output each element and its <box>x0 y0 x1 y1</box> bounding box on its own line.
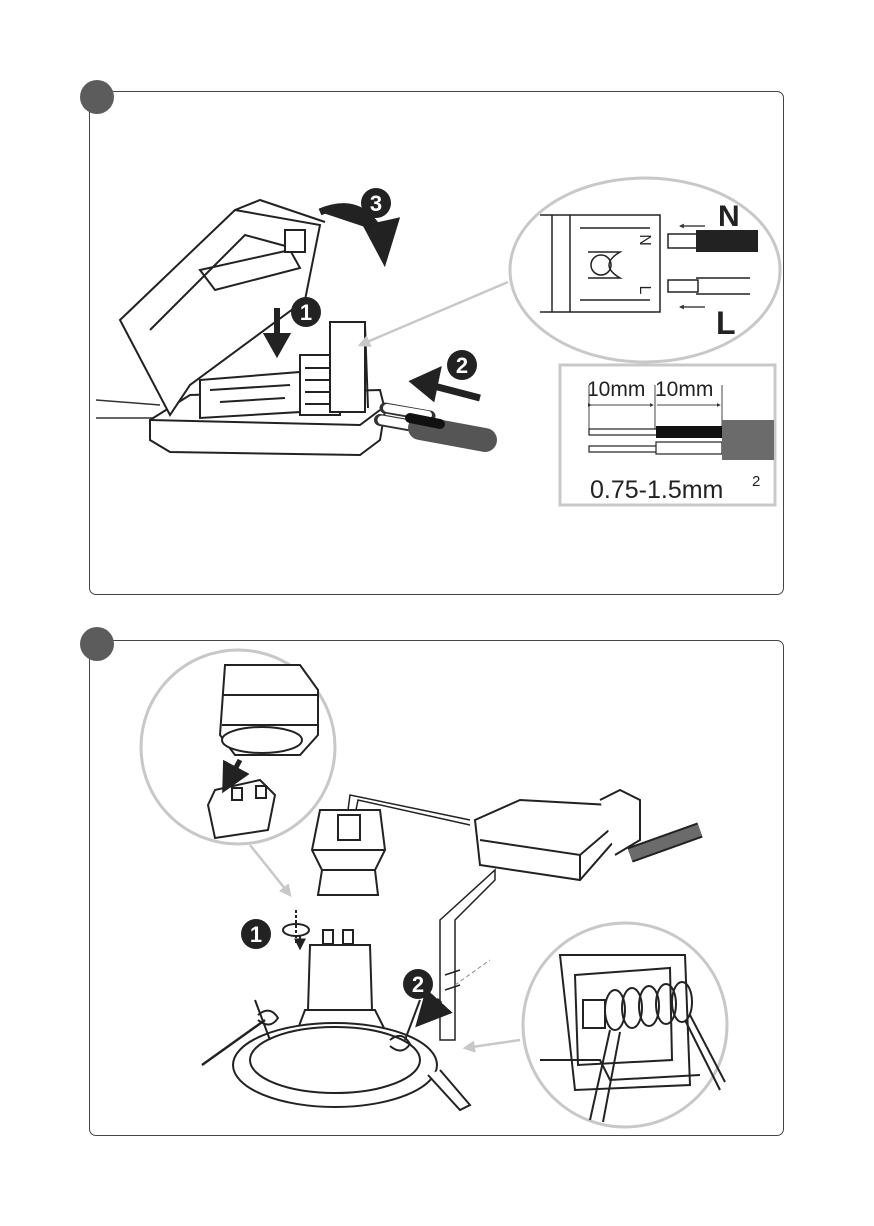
svg-text:L: L <box>716 305 736 341</box>
svg-text:1: 1 <box>250 922 262 947</box>
strip-length-diagram: 10mm 10mm 0.75-1.5mm 2 <box>560 365 775 505</box>
lamp-holder <box>312 795 470 895</box>
driver-unit <box>475 790 700 880</box>
svg-text:10mm: 10mm <box>655 378 713 401</box>
twist-arrow <box>283 910 309 948</box>
svg-text:N: N <box>636 234 653 246</box>
step-badge-1: 1 <box>241 919 271 949</box>
spring-clip-detail-callout <box>523 923 727 1127</box>
step-badge-3: 3 <box>361 188 391 218</box>
svg-text:10mm: 10mm <box>587 378 645 401</box>
lamp-socket-detail-callout <box>141 650 335 844</box>
clip-arrow <box>420 1000 440 1022</box>
svg-text:0.75-1.5mm: 0.75-1.5mm <box>590 476 723 504</box>
terminal-detail-callout: N L N L <box>510 178 780 362</box>
step-badge-2: 2 <box>403 969 433 999</box>
supply-cable-left <box>96 400 160 418</box>
svg-text:3: 3 <box>370 191 382 216</box>
svg-text:L: L <box>636 286 653 295</box>
svg-text:1: 1 <box>300 300 312 325</box>
mounting-bracket <box>440 870 495 1040</box>
callout-pointer <box>250 845 290 895</box>
supply-cable-right <box>380 408 485 440</box>
callout-pointer <box>465 1040 520 1048</box>
callout-pointer <box>360 282 508 345</box>
step-badge-1: 1 <box>291 297 321 327</box>
step-badge-2: 2 <box>447 350 477 380</box>
svg-text:2: 2 <box>412 972 424 997</box>
svg-text:2: 2 <box>752 473 760 490</box>
svg-text:N: N <box>718 200 740 233</box>
svg-text:2: 2 <box>456 353 468 378</box>
